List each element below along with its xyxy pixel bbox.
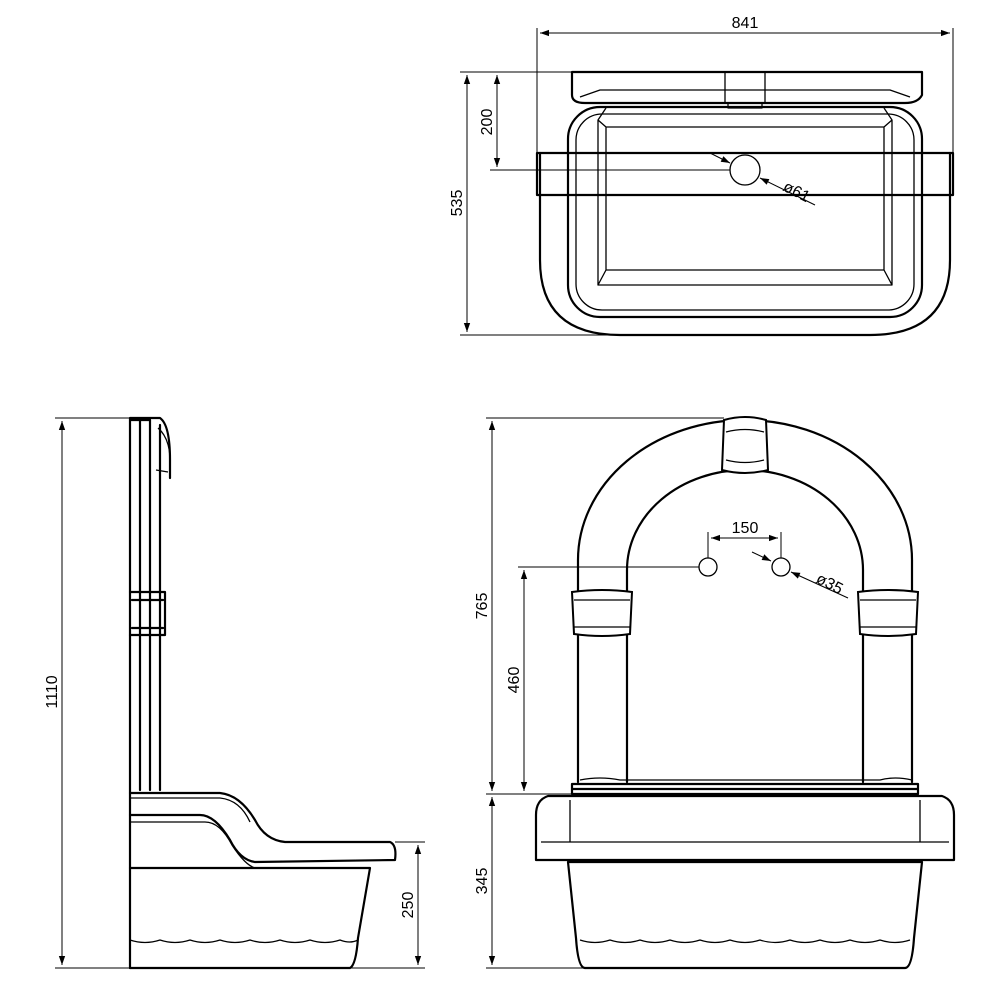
top-view-back-rim (570, 70, 924, 105)
front-view-left-clamp (570, 589, 634, 637)
top-view-basin-outer (566, 105, 924, 319)
top-view-basin-inner (597, 107, 893, 286)
front-view-top-clamp (720, 416, 770, 474)
side-view-basin-base (129, 939, 359, 944)
top-view-rim-detail (579, 72, 911, 109)
side-view-clamp (128, 590, 167, 637)
tap-diameter-leader (751, 551, 772, 562)
tap-height-label: 460 (506, 667, 523, 694)
outlet-hole (729, 154, 761, 186)
total-height-label: 1110 (44, 675, 61, 708)
depth-dimension-label: 535 (449, 190, 466, 217)
tap-hole-left (698, 557, 718, 577)
front-basin-height-label: 345 (474, 868, 491, 895)
frame-height-label: 765 (474, 593, 491, 620)
front-view-basin-rim (570, 782, 920, 796)
front-view-basin-body (566, 860, 924, 970)
side-view-basin-body (128, 866, 372, 970)
tap-spacing-label: 150 (732, 520, 759, 537)
front-view: 150 ø35 460 765 345 (474, 416, 956, 970)
outlet-diameter-leader (709, 152, 731, 164)
front-view-arch-inner (625, 468, 865, 784)
width-dimension-label: 841 (732, 15, 759, 32)
side-basin-height-label: 250 (400, 892, 417, 919)
side-view: 1110 250 (44, 416, 425, 970)
outlet-offset-label: 200 (479, 109, 496, 136)
front-view-right-clamp (856, 589, 920, 637)
top-view-wall-edge (535, 151, 955, 197)
top-view: ø61 841 535 200 (449, 15, 955, 337)
top-view-basin-mid (575, 113, 915, 311)
side-view-basin-top (128, 791, 397, 864)
tap-diameter-label: ø35 (813, 570, 845, 598)
side-view-upright (138, 418, 162, 792)
tap-hole-right (771, 557, 791, 577)
top-view-outer-outline (538, 151, 952, 337)
front-view-basin-base (579, 939, 911, 944)
front-view-basin-front (534, 794, 956, 862)
